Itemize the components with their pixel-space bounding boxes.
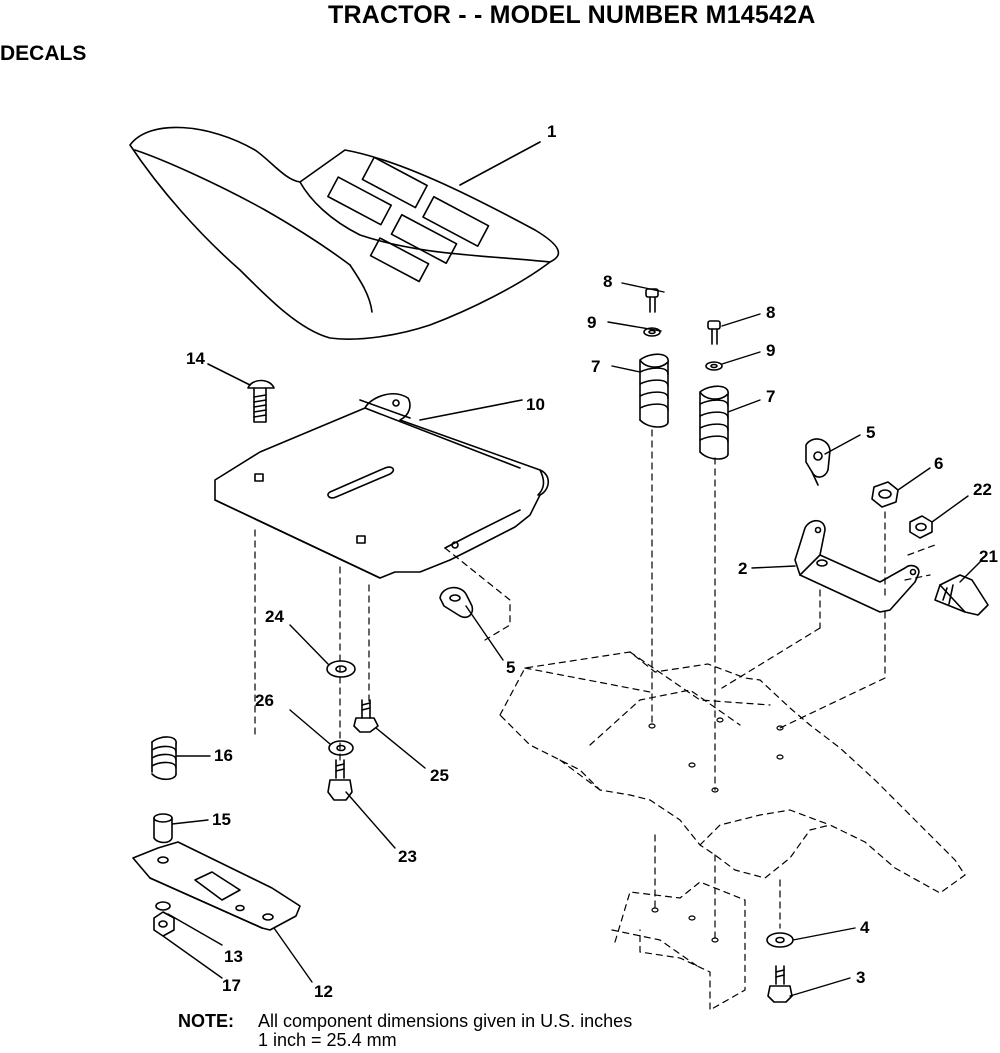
callout-23: 23 bbox=[398, 847, 417, 866]
leader-lines bbox=[162, 282, 983, 997]
callout-8-right: 8 bbox=[766, 303, 775, 322]
callout-17: 17 bbox=[222, 976, 241, 995]
washer-26-part bbox=[328, 740, 354, 756]
callout-25: 25 bbox=[430, 766, 449, 785]
note-label: NOTE: bbox=[178, 1011, 234, 1031]
shoulder-bolt-part bbox=[934, 574, 989, 616]
washer-24-part bbox=[326, 660, 356, 678]
seat-frame-part bbox=[254, 429, 966, 1011]
bolt-23-part bbox=[327, 759, 353, 801]
seat-part bbox=[129, 126, 560, 340]
callout-24: 24 bbox=[265, 607, 284, 626]
nut-22-part bbox=[909, 515, 933, 539]
carriage-bolt-part bbox=[207, 363, 275, 423]
section-label: DECALS bbox=[0, 42, 87, 65]
callout-21: 21 bbox=[979, 547, 998, 566]
adjuster-knob-right-part bbox=[805, 438, 831, 486]
nut-6-part bbox=[871, 481, 899, 508]
callout-22: 22 bbox=[973, 480, 992, 499]
clip-left-part bbox=[439, 586, 474, 619]
callout-4: 4 bbox=[860, 918, 870, 937]
seat-pan-part bbox=[214, 393, 550, 579]
callout-16: 16 bbox=[214, 746, 233, 765]
note-line-2: 1 inch = 25.4 mm bbox=[258, 1030, 397, 1050]
callout-6: 6 bbox=[934, 454, 943, 473]
callout-7-left: 7 bbox=[591, 357, 600, 376]
callout-8-left: 8 bbox=[603, 272, 612, 291]
callout-26: 26 bbox=[255, 691, 274, 710]
callout-1: 1 bbox=[547, 122, 556, 141]
nut-17-part bbox=[153, 901, 175, 937]
spring-left-part bbox=[639, 353, 669, 428]
callout-10: 10 bbox=[526, 395, 545, 414]
callout-14: 14 bbox=[186, 349, 205, 368]
callout-13: 13 bbox=[224, 947, 243, 966]
bolt-25-part bbox=[353, 699, 379, 733]
note-block: NOTE: All component dimensions given in U… bbox=[178, 1012, 632, 1050]
washer-4-part bbox=[766, 932, 794, 948]
callout-7-right: 7 bbox=[766, 387, 775, 406]
note-line-1: All component dimensions given in U.S. i… bbox=[258, 1011, 633, 1031]
bolt-3-part bbox=[767, 965, 793, 1003]
callout-15: 15 bbox=[212, 810, 231, 829]
bracket-part bbox=[794, 519, 920, 613]
pin-right-part bbox=[705, 320, 723, 371]
spring-16-part bbox=[151, 736, 177, 781]
spacer-15-part bbox=[153, 813, 173, 844]
callout-12: 12 bbox=[314, 982, 333, 1001]
callout-9-left: 9 bbox=[587, 313, 596, 332]
callout-2: 2 bbox=[738, 559, 747, 578]
callout-5-right: 5 bbox=[866, 423, 875, 442]
page-title: TRACTOR - - MODEL NUMBER M14542A bbox=[328, 1, 816, 29]
plate-12-part bbox=[132, 841, 301, 931]
callout-5-left: 5 bbox=[506, 658, 515, 677]
callout-3: 3 bbox=[856, 968, 865, 987]
frame-holes bbox=[648, 717, 784, 943]
spring-right-part bbox=[699, 385, 729, 460]
callout-9-right: 9 bbox=[766, 341, 775, 360]
